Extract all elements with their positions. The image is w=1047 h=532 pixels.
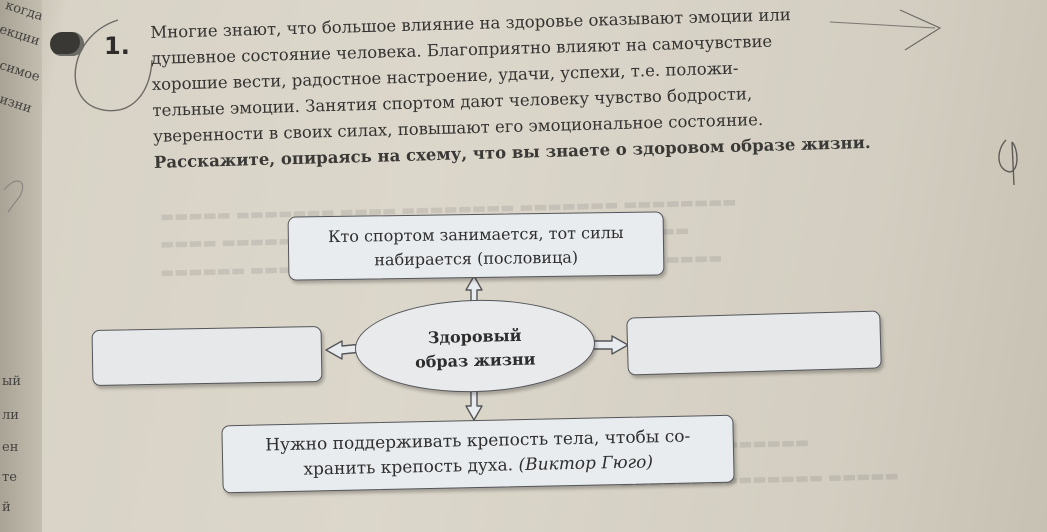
left-page-edge: [0, 0, 42, 532]
margin-word: ый: [2, 374, 22, 389]
top-box-proverb: Кто спортом занимается, тот силы набирае…: [287, 211, 665, 281]
left-empty-box[interactable]: [91, 325, 323, 387]
exercise-marker-icon: [50, 32, 84, 56]
right-empty-box[interactable]: [626, 310, 882, 376]
quote-text: хранить крепость духа.: [303, 455, 519, 480]
bottom-box-quote: Нужно поддерживать крепость тела, чтобы …: [221, 414, 735, 494]
quote-author: (Виктор Гюго): [518, 452, 654, 476]
margin-word: й: [2, 500, 11, 515]
center-label: Здоровый образ жизни: [389, 323, 560, 375]
exercise-number: 1.: [104, 32, 130, 60]
margin-word: ли: [2, 408, 19, 423]
margin-word: те: [2, 470, 17, 485]
margin-word: ен: [2, 440, 19, 455]
center-label-line: образ жизни: [414, 349, 536, 372]
